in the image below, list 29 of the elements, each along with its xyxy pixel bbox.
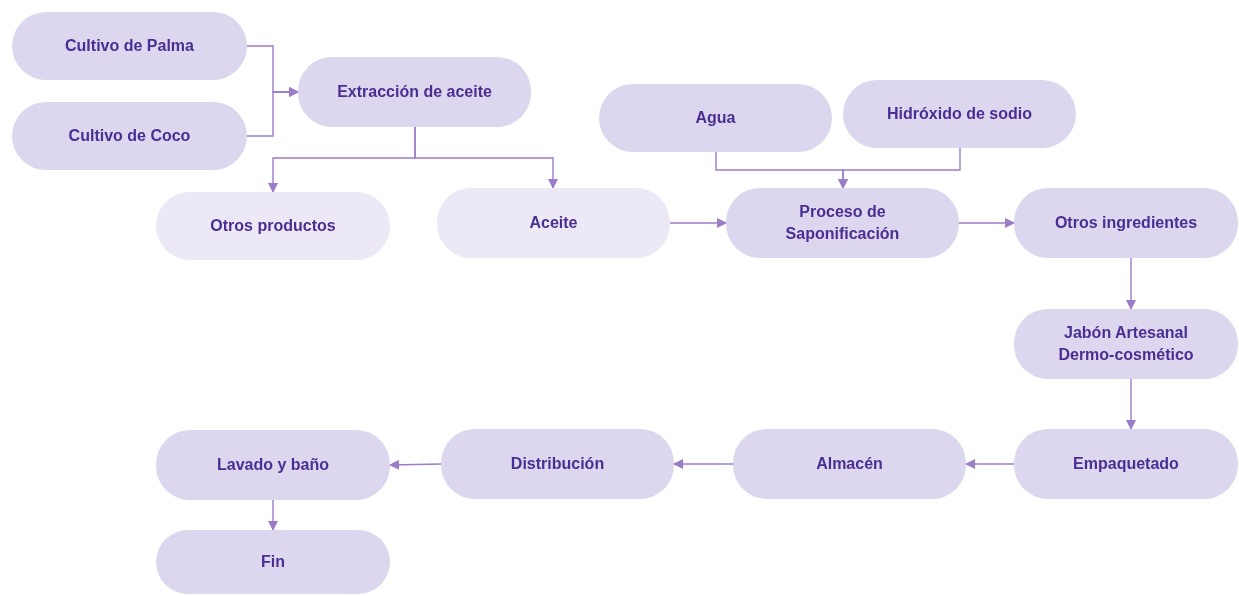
node-label: Fin	[261, 552, 285, 572]
arrow	[1126, 378, 1136, 430]
node-label: Cultivo de Coco	[68, 126, 191, 146]
node-label: Proceso de Saponificación	[784, 202, 901, 244]
arrow	[673, 459, 734, 469]
arrow	[268, 499, 278, 531]
node-label: Distribución	[510, 454, 605, 474]
node-label: Lavado y baño	[217, 455, 329, 475]
node-label: Aceite	[529, 213, 578, 233]
node-label: Otros productos	[210, 216, 336, 236]
node-label: Extracción de aceite	[337, 82, 492, 102]
arrow	[389, 459, 442, 470]
process-node	[1014, 188, 1238, 258]
arrow	[838, 147, 961, 189]
node-label: Agua	[695, 108, 736, 128]
arrow	[414, 126, 558, 189]
arrow	[965, 459, 1015, 469]
arrow	[246, 87, 299, 137]
arrow	[1126, 257, 1136, 310]
process-node	[1014, 429, 1238, 499]
node-label: Cultivo de Palma	[65, 36, 194, 56]
arrow	[958, 218, 1015, 228]
node-label: Jabón Artesanal Dermo-cosmético	[1057, 323, 1195, 365]
process-node	[1014, 309, 1238, 379]
node-label: Almacén	[816, 454, 883, 474]
node-label: Otros ingredientes	[1054, 213, 1198, 233]
arrow	[669, 218, 727, 228]
node-label: Hidróxido de sodio	[887, 104, 1032, 124]
node-label: Empaquetado	[1073, 454, 1179, 474]
